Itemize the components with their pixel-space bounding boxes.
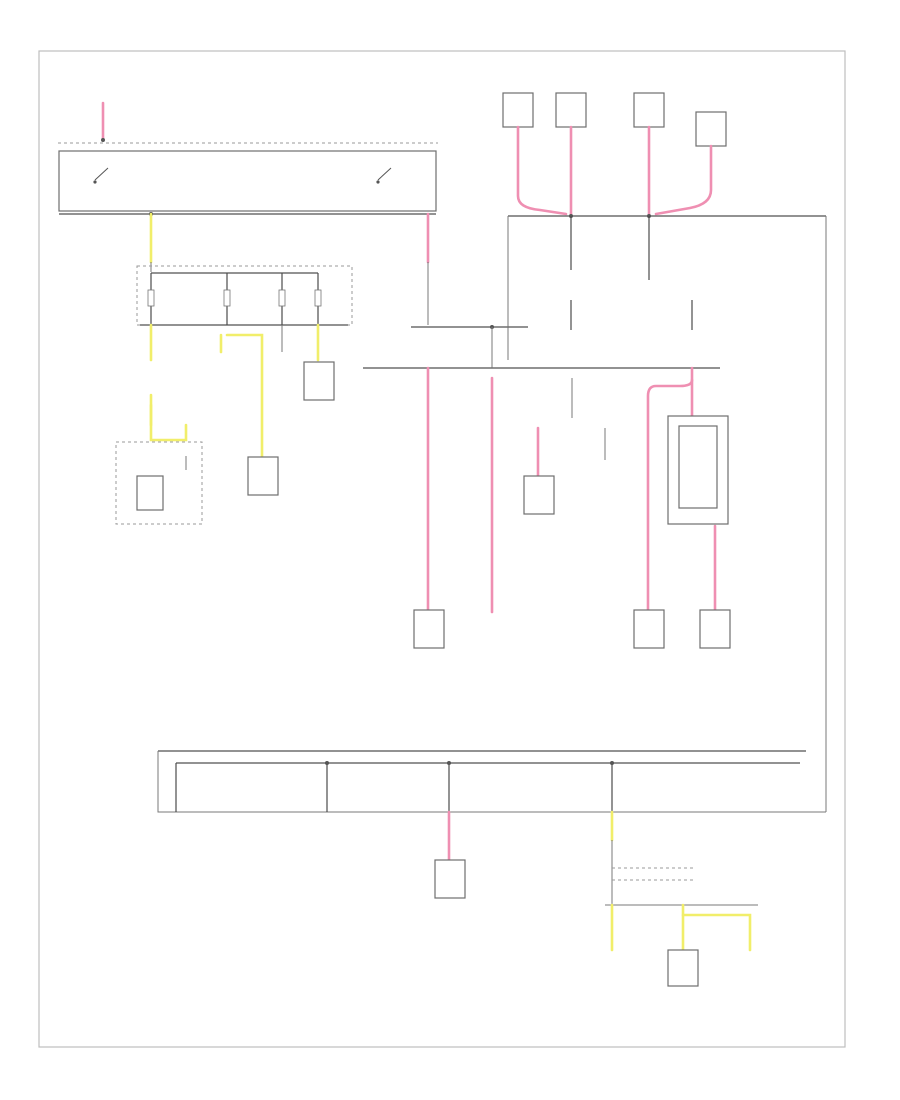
component-bottom-2 bbox=[667, 949, 699, 987]
left-fuse-block bbox=[136, 265, 353, 326]
component-right-2 bbox=[699, 609, 731, 649]
wire-yellow-fuse-b bbox=[225, 333, 264, 460]
diagram-frame bbox=[38, 50, 846, 1048]
component-right-1 bbox=[633, 609, 665, 649]
fuse-b-element bbox=[223, 289, 231, 307]
right-fuse-block bbox=[507, 214, 827, 812]
top-right-components bbox=[502, 92, 727, 216]
component-center-3 bbox=[523, 475, 555, 515]
switch-contact-left bbox=[94, 167, 109, 181]
component-left-small bbox=[303, 361, 335, 401]
switch-pivot-right bbox=[376, 180, 380, 184]
bottom-node-2 bbox=[325, 761, 329, 765]
ignition-switch-group bbox=[58, 101, 438, 212]
switch-contact-right bbox=[377, 167, 392, 181]
wire-pink-top-1 bbox=[516, 125, 568, 216]
fuse-c-element bbox=[278, 289, 286, 307]
fuse-d-element bbox=[314, 289, 322, 307]
ignition-switch-box bbox=[58, 150, 437, 212]
switch-pivot-left bbox=[93, 180, 97, 184]
component-top-4 bbox=[695, 111, 727, 147]
fuse-a-element bbox=[147, 289, 155, 307]
wire-pink-top-4 bbox=[654, 144, 713, 216]
component-center-1 bbox=[413, 609, 445, 649]
component-top-2 bbox=[555, 92, 587, 128]
left-fuse-block-outline bbox=[136, 265, 353, 326]
component-top-3 bbox=[633, 92, 665, 128]
relay-coil-box bbox=[136, 475, 164, 511]
bottom-node-3 bbox=[447, 761, 451, 765]
bottom-fuse-block bbox=[157, 750, 826, 813]
component-top-1 bbox=[502, 92, 534, 128]
relay-box-inner bbox=[678, 425, 718, 509]
wire-yellow-bottom-c bbox=[681, 913, 752, 952]
wire-yellow-relay-loop bbox=[149, 393, 188, 442]
component-bottom-1 bbox=[434, 859, 466, 899]
component-left-mid bbox=[247, 456, 279, 496]
ign-node bbox=[101, 138, 105, 142]
bottom-node-4 bbox=[610, 761, 614, 765]
relay-module-outline bbox=[115, 441, 203, 525]
bottom-frame bbox=[157, 751, 826, 813]
